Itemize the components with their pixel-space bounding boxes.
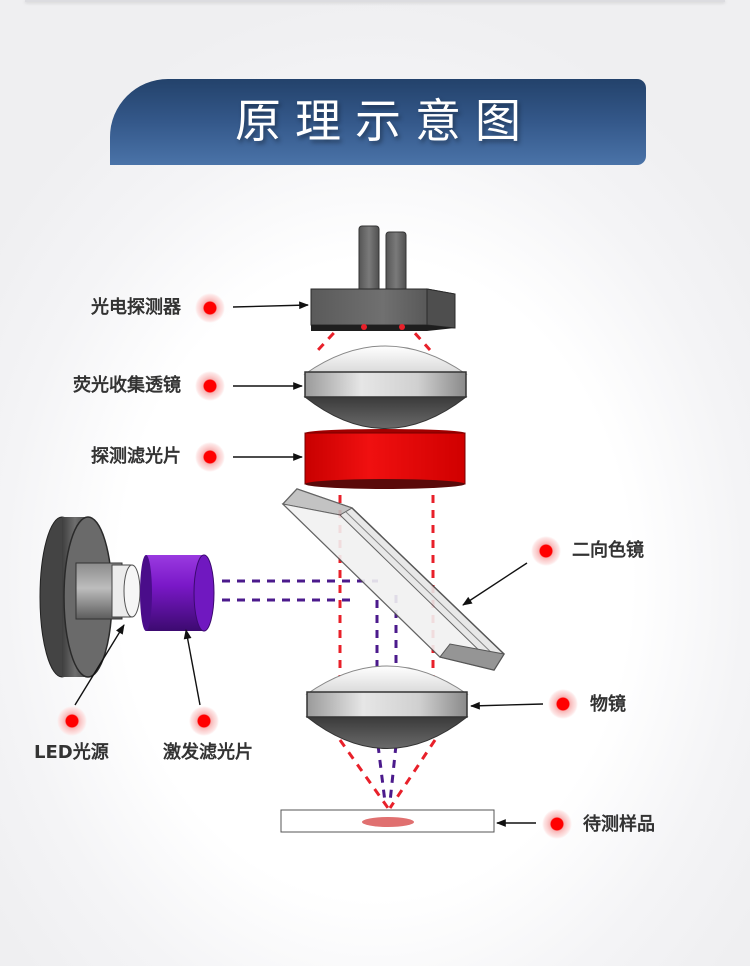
excitation-focus-left [376,744,387,803]
arrow-objective [470,701,544,710]
label-dichroic-mirror: 二向色镜 [572,540,644,561]
label-detection-filter: 探测滤光片 [91,446,181,467]
arrow-dichroic-mirror [462,562,528,606]
sample-slide-icon [280,809,495,833]
label-objective: 物镜 [590,694,626,715]
marker-photodetector[interactable] [195,293,225,323]
page-title: 原理示意图 [235,94,535,148]
label-led-source: LED光源 [34,742,109,763]
led-icon [39,516,141,678]
marker-objective[interactable] [548,689,578,719]
excitation-focus-right [388,744,398,803]
marker-detection-filter[interactable] [195,442,225,472]
lens-icon [303,345,468,429]
label-sample: 待测样品 [583,814,655,835]
marker-collection-lens[interactable] [195,371,225,401]
purple-filter-icon [140,554,215,632]
leader-lines [74,301,544,827]
label-collection-lens: 荧光收集透镜 [73,375,181,396]
label-excitation-filter: 激发滤光片 [163,742,253,763]
title-banner: 原理示意图 [110,79,646,165]
marker-dichroic-mirror[interactable] [531,536,561,566]
photodetector-icon [310,225,456,331]
marker-led-source[interactable] [57,706,87,736]
arrow-led-source [74,624,125,706]
red-filter-icon [304,429,466,489]
arrow-photodetector [232,301,309,310]
objective-lens-icon [305,665,469,749]
label-photodetector: 光电探测器 [91,297,181,318]
marker-sample[interactable] [542,809,572,839]
top-edge-shadow [25,0,725,2]
arrow-excitation-filter [183,629,201,706]
emission-focus-right [388,739,437,809]
dichroic-mirror-icon [281,488,505,671]
emission-focus-left [338,739,390,809]
marker-excitation-filter[interactable] [189,706,219,736]
